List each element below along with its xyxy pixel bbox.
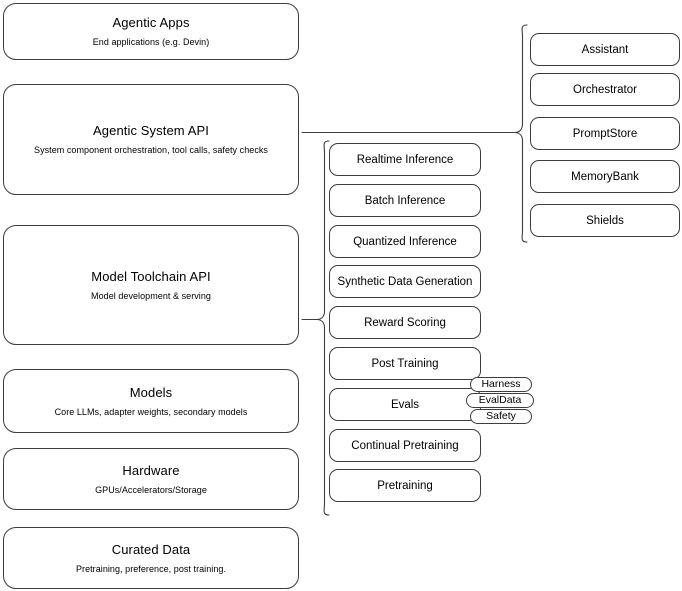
capability-box-realtime-inference[interactable]: Realtime Inference bbox=[329, 143, 481, 176]
capability-title: Realtime Inference bbox=[356, 153, 454, 166]
capability-box-evals[interactable]: Evals bbox=[329, 388, 481, 421]
layer-subtitle: End applications (e.g. Devin) bbox=[92, 37, 210, 47]
system-component-title: MemoryBank bbox=[571, 170, 639, 183]
layer-title: Agentic System API bbox=[93, 123, 209, 138]
capability-title: Pretraining bbox=[377, 479, 433, 492]
capability-box-quantized-inference[interactable]: Quantized Inference bbox=[329, 225, 481, 258]
layer-title: Model Toolchain API bbox=[91, 268, 211, 284]
brace-toolchain-capabilities bbox=[315, 140, 330, 516]
capability-title: Continual Pretraining bbox=[351, 439, 459, 452]
layer-box-hardware[interactable]: Hardware GPUs/Accelerators/Storage bbox=[3, 448, 299, 510]
layer-subtitle: Core LLMs, adapter weights, secondary mo… bbox=[54, 406, 248, 417]
evals-tag-evaldata[interactable]: EvalData bbox=[466, 393, 534, 408]
system-component-title: Orchestrator bbox=[573, 83, 637, 96]
capability-box-post-training[interactable]: Post Training bbox=[329, 347, 481, 380]
capability-box-batch-inference[interactable]: Batch Inference bbox=[329, 184, 481, 217]
layer-box-agentic-system-api[interactable]: Agentic System API System component orch… bbox=[3, 84, 299, 195]
capability-box-continual-pretraining[interactable]: Continual Pretraining bbox=[329, 429, 481, 462]
layer-title: Curated Data bbox=[111, 541, 191, 557]
layer-title: Models bbox=[129, 384, 173, 400]
layer-title: Agentic Apps bbox=[112, 15, 190, 30]
system-component-box-shields[interactable]: Shields bbox=[530, 204, 680, 237]
layer-title: Hardware bbox=[122, 462, 180, 478]
capability-title: Batch Inference bbox=[364, 194, 446, 207]
capability-box-synthetic-data-generation[interactable]: Synthetic Data Generation bbox=[329, 265, 481, 298]
system-component-title: Assistant bbox=[581, 43, 629, 56]
system-component-box-orchestrator[interactable]: Orchestrator bbox=[530, 73, 680, 106]
capability-title: Quantized Inference bbox=[353, 235, 457, 248]
layer-box-curated-data[interactable]: Curated Data Pretraining, preference, po… bbox=[3, 527, 299, 589]
system-component-box-assistant[interactable]: Assistant bbox=[530, 33, 680, 66]
capability-title: Synthetic Data Generation bbox=[337, 275, 473, 288]
system-component-box-memorybank[interactable]: MemoryBank bbox=[530, 160, 680, 193]
system-component-title: Shields bbox=[586, 214, 624, 227]
layer-subtitle: Pretraining, preference, post training. bbox=[75, 563, 227, 574]
layer-subtitle: GPUs/Accelerators/Storage bbox=[95, 484, 207, 495]
system-component-box-promptstore[interactable]: PromptStore bbox=[530, 117, 680, 150]
evals-tag-harness[interactable]: Harness bbox=[470, 377, 532, 392]
system-component-title: PromptStore bbox=[572, 127, 638, 140]
layer-subtitle: Model development & serving bbox=[91, 290, 211, 301]
layer-box-model-toolchain-api[interactable]: Model Toolchain API Model development & … bbox=[3, 225, 299, 345]
evals-tag-safety[interactable]: Safety bbox=[470, 409, 532, 424]
layer-box-models[interactable]: Models Core LLMs, adapter weights, secon… bbox=[3, 369, 299, 433]
capability-title: Post Training bbox=[371, 357, 439, 370]
capability-box-reward-scoring[interactable]: Reward Scoring bbox=[329, 306, 481, 339]
layer-subtitle: System component orchestration, tool cal… bbox=[34, 145, 268, 155]
capability-title: Reward Scoring bbox=[364, 316, 446, 329]
capability-title: Evals bbox=[390, 398, 420, 411]
layer-box-agentic-apps[interactable]: Agentic Apps End applications (e.g. Devi… bbox=[3, 3, 299, 60]
brace-system-components bbox=[513, 24, 528, 243]
capability-box-pretraining[interactable]: Pretraining bbox=[329, 469, 481, 502]
